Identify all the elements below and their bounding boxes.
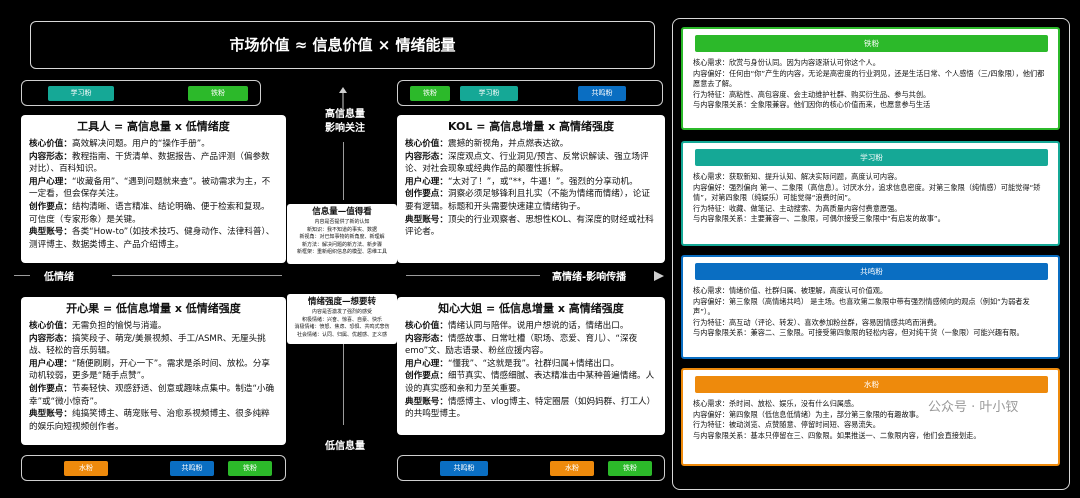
quadrant-happy-fruit: 开心果 = 低信息增量 x 低情绪强度 核心价值：无需负担的愉悦与消遣。 内容形… [21, 297, 286, 445]
quadrant-row: 内容形态：深度观点文、行业洞见/预言、反常识解读、强立场评论、对社会现象或经典作… [405, 151, 649, 175]
quadrant-row: 核心价值：无需负担的愉悦与消遣。 [29, 321, 167, 331]
quadrant-row: 创作要点：洞察必须足够锋利且扎实（不能为情绪而情绪），论证要有逻辑。标题和开头需… [405, 189, 650, 212]
axis-label-top: 高信息量 影响关注 [325, 109, 365, 134]
tag-iron-fan: 铁粉 [228, 461, 272, 476]
quadrant-row: 典型账号：纯搞笑博主、萌宠账号、治愈系视频博主、很多纯粹的娱乐向短视频创作者。 [29, 409, 270, 432]
quadrant-row: 创作要点：结构清晰、语言精准、结论明确、便于检索和复现。可信度（专家形象）是关键… [29, 201, 270, 225]
quadrant-row: 用户心理：“收藏备用”、“遇到问题就来查”。被动需求为主，不一定看，但会保存关注… [29, 176, 271, 200]
axis-line-h-left [112, 275, 282, 276]
watermark-text: 公众号 · 叶小钗 [928, 400, 1019, 415]
quadrant-row: 内容形态：搞笑段子、萌宠/美景视频、手工/ASMR、无厘头挑战、轻松的音乐剪辑。 [29, 333, 266, 357]
arrow-right-icon [654, 271, 664, 281]
quadrant-title: 知心大姐 = 低信息增量 x 高情绪强度 [438, 302, 624, 315]
quadrant-row: 内容形态：情感故事、日常吐槽（职场、恋爱、育儿）、“深夜emo”文、励志语录、粉… [405, 333, 638, 357]
quadrant-title: 开心果 = 低信息增量 x 低情绪强度 [66, 302, 241, 315]
tag-row-bottom-right: 共鸣粉 水粉 铁粉 [397, 455, 665, 481]
quadrant-row: 核心价值：情绪认同与陪伴。说用户想说的话，情绪出口。 [405, 321, 629, 331]
quadrant-row: 用户心理：“随便刷刷，开心一下”。需求是杀时间、放松。分享动机较弱，更多是“随手… [29, 358, 270, 382]
quadrant-title: 工具人 = 高信息量 x 低情绪度 [77, 120, 230, 133]
info-volume-card: 信息量—值得看 内容是否提供了新的认知 新知识：我不知道的事实、数据 新视角：对… [287, 204, 397, 264]
tag-row-bottom-left: 水粉 共鸣粉 铁粉 [21, 455, 286, 481]
arrow-up-icon [339, 87, 347, 112]
fan-card-band: 水粉 [695, 376, 1048, 393]
quadrant-confidant: 知心大姐 = 低信息增量 x 高情绪强度 核心价值：情绪认同与陪伴。说用户想说的… [397, 297, 665, 435]
quadrant-row: 用户心理：“懂我”、“这就是我”。社群归属+情绪出口。 [405, 358, 620, 369]
axis-label-left: 低情绪 [44, 272, 74, 283]
quadrant-row: 创作要点：节奏轻快、观感舒适、创意或趣味点集中。制造“小确幸”或“微小惊奇”。 [29, 383, 275, 407]
axis-line-h-left-cap [14, 275, 30, 276]
tag-resonance-fan: 共鸣粉 [170, 461, 214, 476]
tag-water-fan: 水粉 [64, 461, 108, 476]
fan-card-iron: 铁粉 核心需求：欣赏与身份认同。因为内容逐渐认可你这个人。 内容偏好：任何由“你… [681, 27, 1060, 130]
quadrant-row: 核心价值：高效解决问题。用户的“操作手册”。 [29, 139, 210, 149]
tag-water-fan: 水粉 [550, 461, 594, 476]
axis-line-v-top [343, 142, 344, 200]
tag-row-top-right: 铁粉 学习粉 共鸣粉 [397, 80, 663, 106]
fan-card-learner: 学习粉 核心需求：获取新知、提升认知、解决实际问题，高度认可内容。 内容偏好：强… [681, 141, 1060, 246]
fan-card-water: 水粉 核心需求：杀时间、放松、娱乐，没有什么归属感。 内容偏好：第四象限（低信息… [681, 368, 1060, 466]
quadrant-row: 内容形态：教程指南、干货清单、数据报告、产品评测（偏参数对比）、百科知识。 [29, 151, 270, 175]
fan-card-resonance: 共鸣粉 核心需求：情绪价值、社群归属、被理解，高度认可价值观。 内容偏好：第三象… [681, 255, 1060, 359]
tag-row-top-left: 学习粉 铁粉 [21, 80, 261, 106]
quadrant-kol: KOL = 高信息增量 x 高情绪强度 核心价值：震撼的新视角，并点燃表达欲。 … [397, 115, 665, 263]
quadrant-title: KOL = 高信息增量 x 高情绪强度 [447, 120, 615, 133]
tag-learn-fan: 学习粉 [48, 86, 114, 101]
quadrant-tool-person: 工具人 = 高信息量 x 低情绪度 核心价值：高效解决问题。用户的“操作手册”。… [21, 115, 286, 263]
fan-types-panel [672, 18, 1070, 490]
quadrant-row: 用户心理：“太对了！”，或“**，牛逼！”。强烈的分享动机。 [405, 176, 638, 187]
tag-iron-fan: 铁粉 [608, 461, 652, 476]
axis-line-v-bottom [343, 325, 344, 425]
tag-learn-fan: 学习粉 [460, 86, 518, 101]
tag-resonance-fan: 共鸣粉 [578, 86, 626, 101]
tag-iron-fan: 铁粉 [410, 86, 450, 101]
axis-label-right: 高情绪-影响传播 [552, 272, 627, 283]
tag-resonance-fan: 共鸣粉 [440, 461, 488, 476]
page-title: 市场价值 ≈ 信息价值 × 情绪能量 [30, 21, 655, 69]
fan-card-band: 铁粉 [695, 35, 1048, 52]
axis-line-h-right [406, 275, 540, 276]
quadrant-row: 创作要点：细节真实、情感细腻、表达精准击中某种普遍情绪。人设的真实感和亲和力至关… [405, 371, 655, 394]
fan-card-band: 共鸣粉 [695, 263, 1048, 280]
emotion-intensity-card: 情绪强度—想要转 内容是否激发了强烈的感受 积极情绪：兴奋、惊喜、自豪、快乐 消… [287, 294, 397, 344]
quadrant-row: 典型账号：各类“How-to”（如技术技巧、健身动作、法律科普）、测评博主、数据… [29, 227, 275, 250]
quadrant-row: 典型账号：情感博主、vlog博主、特定圈层（如妈妈群、打工人）的共鸣型博主。 [405, 396, 656, 420]
tag-iron-fan: 铁粉 [188, 86, 248, 101]
quadrant-row: 典型账号：顶尖的行业观察者、思想性KOL、有深度的财经或社科评论者。 [405, 214, 654, 238]
axis-label-bottom: 低信息量 [325, 441, 365, 452]
fan-card-band: 学习粉 [695, 149, 1048, 166]
quadrant-row: 核心价值：震撼的新视角，并点燃表达欲。 [405, 139, 569, 149]
